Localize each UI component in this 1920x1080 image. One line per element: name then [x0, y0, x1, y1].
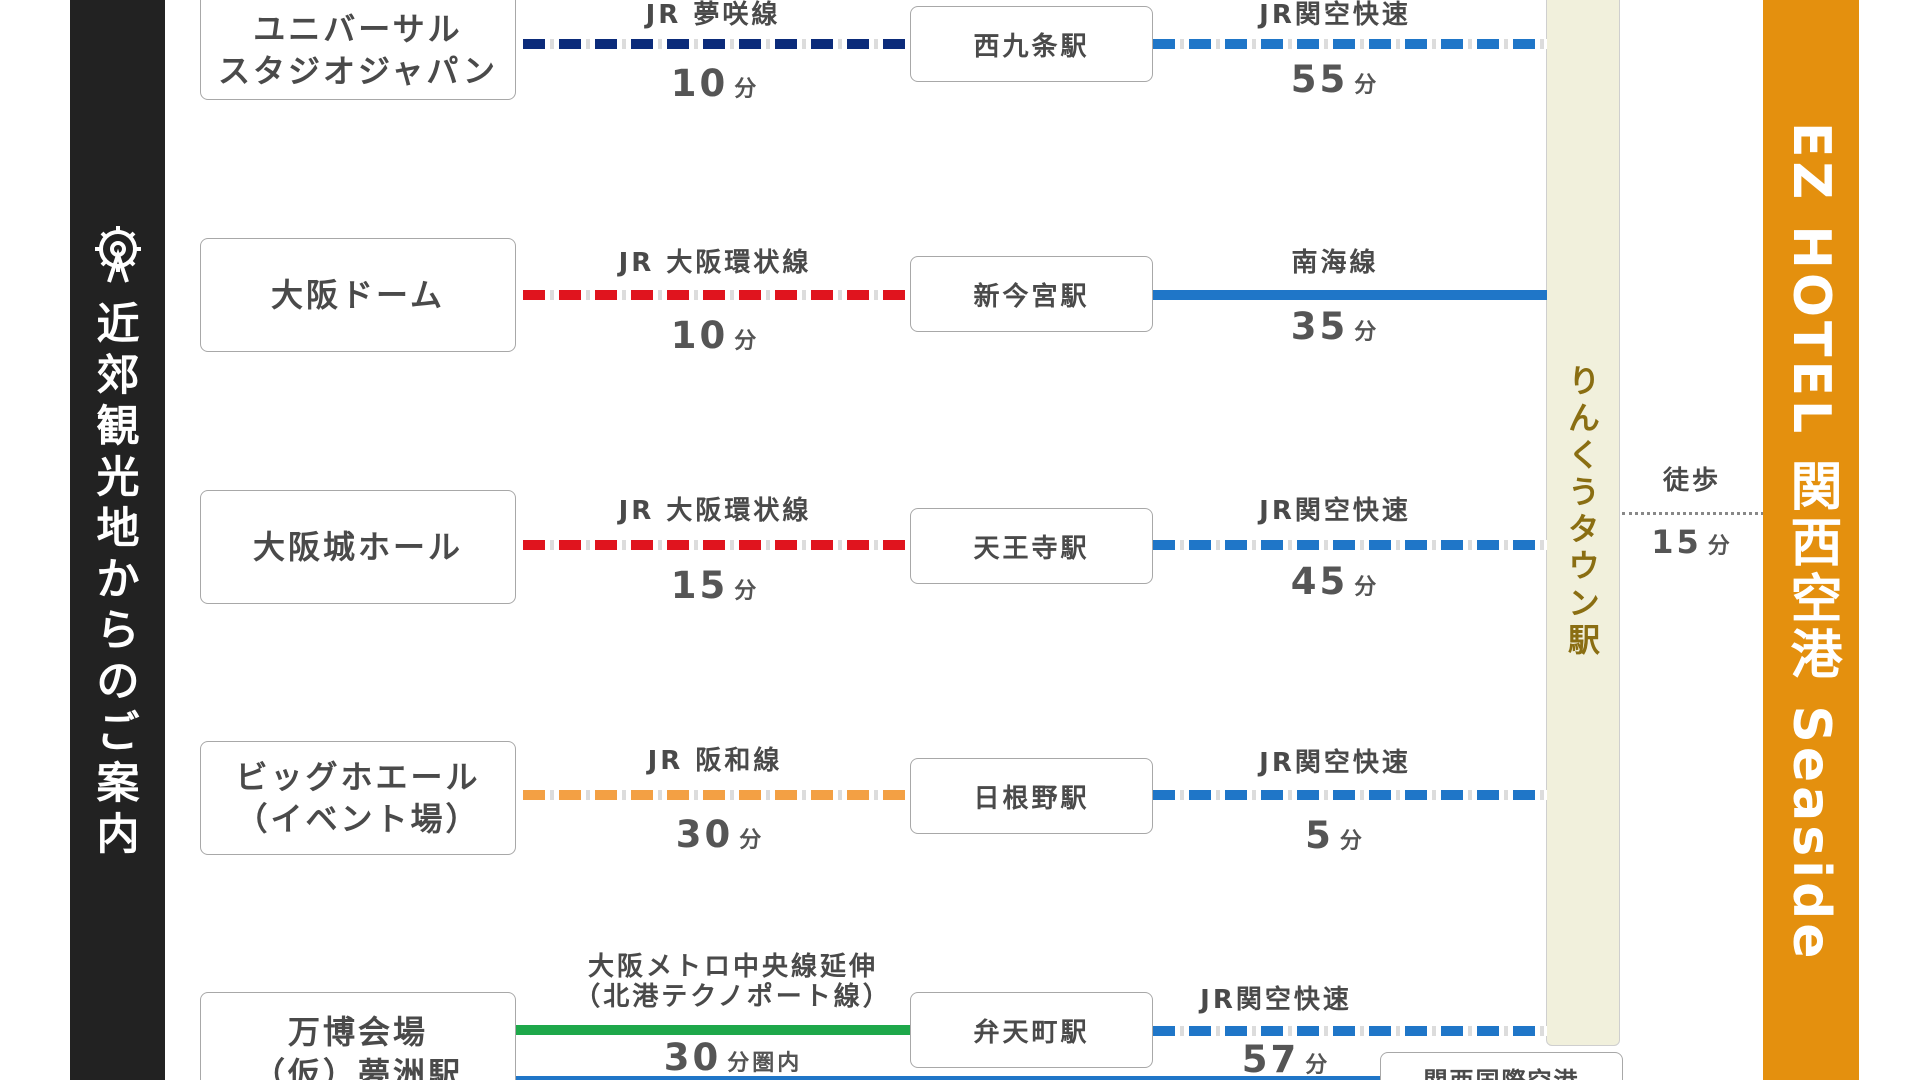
walk-label: 徒歩: [1662, 466, 1722, 496]
route-5-line2: [1153, 1026, 1547, 1036]
route-3-line2: [1153, 540, 1547, 550]
route-3-line2-label: JR関空快速: [1259, 496, 1411, 526]
destination-osaka-jo-hall: 大阪城ホール: [200, 490, 516, 604]
route-2-line1-label: JR 大阪環状線: [618, 248, 812, 278]
route-4-line1: [523, 790, 910, 800]
destination-expo-site: 万博会場（仮）夢洲駅: [200, 992, 516, 1080]
destination-osaka-dome: 大阪ドーム: [200, 238, 516, 352]
destination-big-whale: ビッグホエール（イベント場）: [200, 741, 516, 855]
route-2-line2-label: 南海線: [1291, 248, 1379, 278]
route-1-line2: [1153, 39, 1547, 49]
rinku-town-station-column: [1546, 0, 1620, 1046]
route-3-line1: [523, 540, 910, 550]
transfer-station-bentencho: 弁天町駅: [910, 992, 1153, 1068]
transfer-station-nishikujo: 西九条駅: [910, 6, 1153, 82]
route-1-line1-label: JR 夢咲線: [645, 0, 781, 30]
route-5-line1: [516, 1025, 910, 1035]
walk-connector: [1622, 512, 1764, 515]
kansai-airport-box: 関西国際空港: [1380, 1052, 1623, 1080]
left-sidebar: [70, 0, 165, 1080]
route-2-line2: [1153, 290, 1547, 300]
hotel-bar: [1763, 0, 1859, 1080]
airport-line: [516, 1076, 1382, 1080]
ferris-wheel-icon: [95, 226, 141, 283]
route-1-line2-label: JR関空快速: [1259, 0, 1411, 30]
transfer-station-hineno: 日根野駅: [910, 758, 1153, 834]
route-4-line2: [1153, 790, 1547, 800]
transfer-station-shin-imamiya: 新今宮駅: [910, 256, 1153, 332]
hotel-title: EZ HOTEL 関西空港 Seaside: [1781, 122, 1841, 963]
rinku-town-station-label: りんくうタウン駅: [1563, 364, 1601, 660]
route-4-line2-label: JR関空快速: [1259, 748, 1411, 778]
route-5-line2-label: JR関空快速: [1200, 985, 1352, 1015]
destination-usj: ユニバーサルスタジオジャパン: [200, 0, 516, 100]
route-5-line1-label: 大阪メトロ中央線延伸（北港テクノポート線）: [574, 952, 892, 1012]
route-1-line1: [523, 39, 910, 49]
transfer-station-tennoji: 天王寺駅: [910, 508, 1153, 584]
route-3-line1-label: JR 大阪環状線: [618, 496, 812, 526]
route-2-line1: [523, 290, 910, 300]
route-4-line1-label: JR 阪和線: [647, 746, 783, 776]
sidebar-title: 近郊観光地からのご案内: [96, 300, 140, 860]
